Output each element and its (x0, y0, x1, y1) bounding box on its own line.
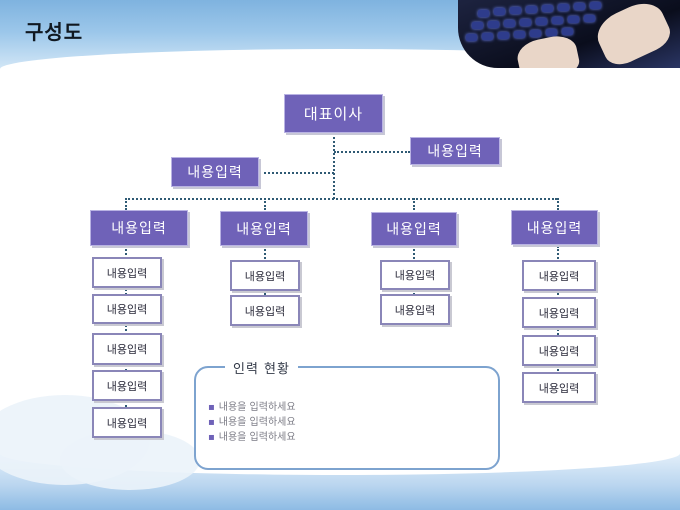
connector-line (125, 198, 127, 210)
department-item: 내용입력 (380, 294, 450, 325)
department-item: 내용입력 (92, 257, 162, 288)
department-item: 내용입력 (92, 370, 162, 401)
ceo-box: 대표이사 (284, 94, 383, 133)
staffing-status-list: 내용을 입력하세요 내용을 입력하세요 내용을 입력하세요 (208, 400, 296, 445)
connector-line (333, 133, 335, 199)
staffing-status-title: 인력 현황 (225, 358, 298, 377)
connector-line (557, 198, 559, 210)
connector-line (259, 172, 334, 174)
department-box: 내용입력 (220, 211, 308, 246)
department-item: 내용입력 (522, 297, 596, 328)
connector-line (334, 151, 410, 153)
page-title: 구성도 (25, 20, 84, 44)
department-item: 내용입력 (522, 372, 596, 403)
connector-line (264, 198, 266, 210)
department-item: 내용입력 (380, 260, 450, 290)
assistant-box-right: 내용입력 (410, 137, 500, 165)
department-box: 내용입력 (90, 210, 188, 246)
connector-line (125, 198, 557, 200)
department-item: 내용입력 (230, 260, 300, 291)
assistant-box-left: 내용입력 (171, 157, 259, 187)
department-item: 내용입력 (522, 260, 596, 291)
status-bullet-item: 내용을 입력하세요 (208, 430, 296, 445)
department-item: 내용입력 (92, 294, 162, 324)
department-item: 내용입력 (92, 333, 162, 365)
department-item: 내용입력 (92, 407, 162, 438)
department-box: 내용입력 (511, 210, 598, 245)
status-bullet-item: 내용을 입력하세요 (208, 400, 296, 415)
connector-line (413, 198, 415, 210)
cloud-decoration (60, 430, 200, 490)
status-bullet-item: 내용을 입력하세요 (208, 415, 296, 430)
department-item: 내용입력 (230, 295, 300, 326)
department-item: 내용입력 (522, 335, 596, 366)
department-box: 내용입력 (371, 212, 457, 246)
keyboard-hands-image (458, 0, 680, 68)
